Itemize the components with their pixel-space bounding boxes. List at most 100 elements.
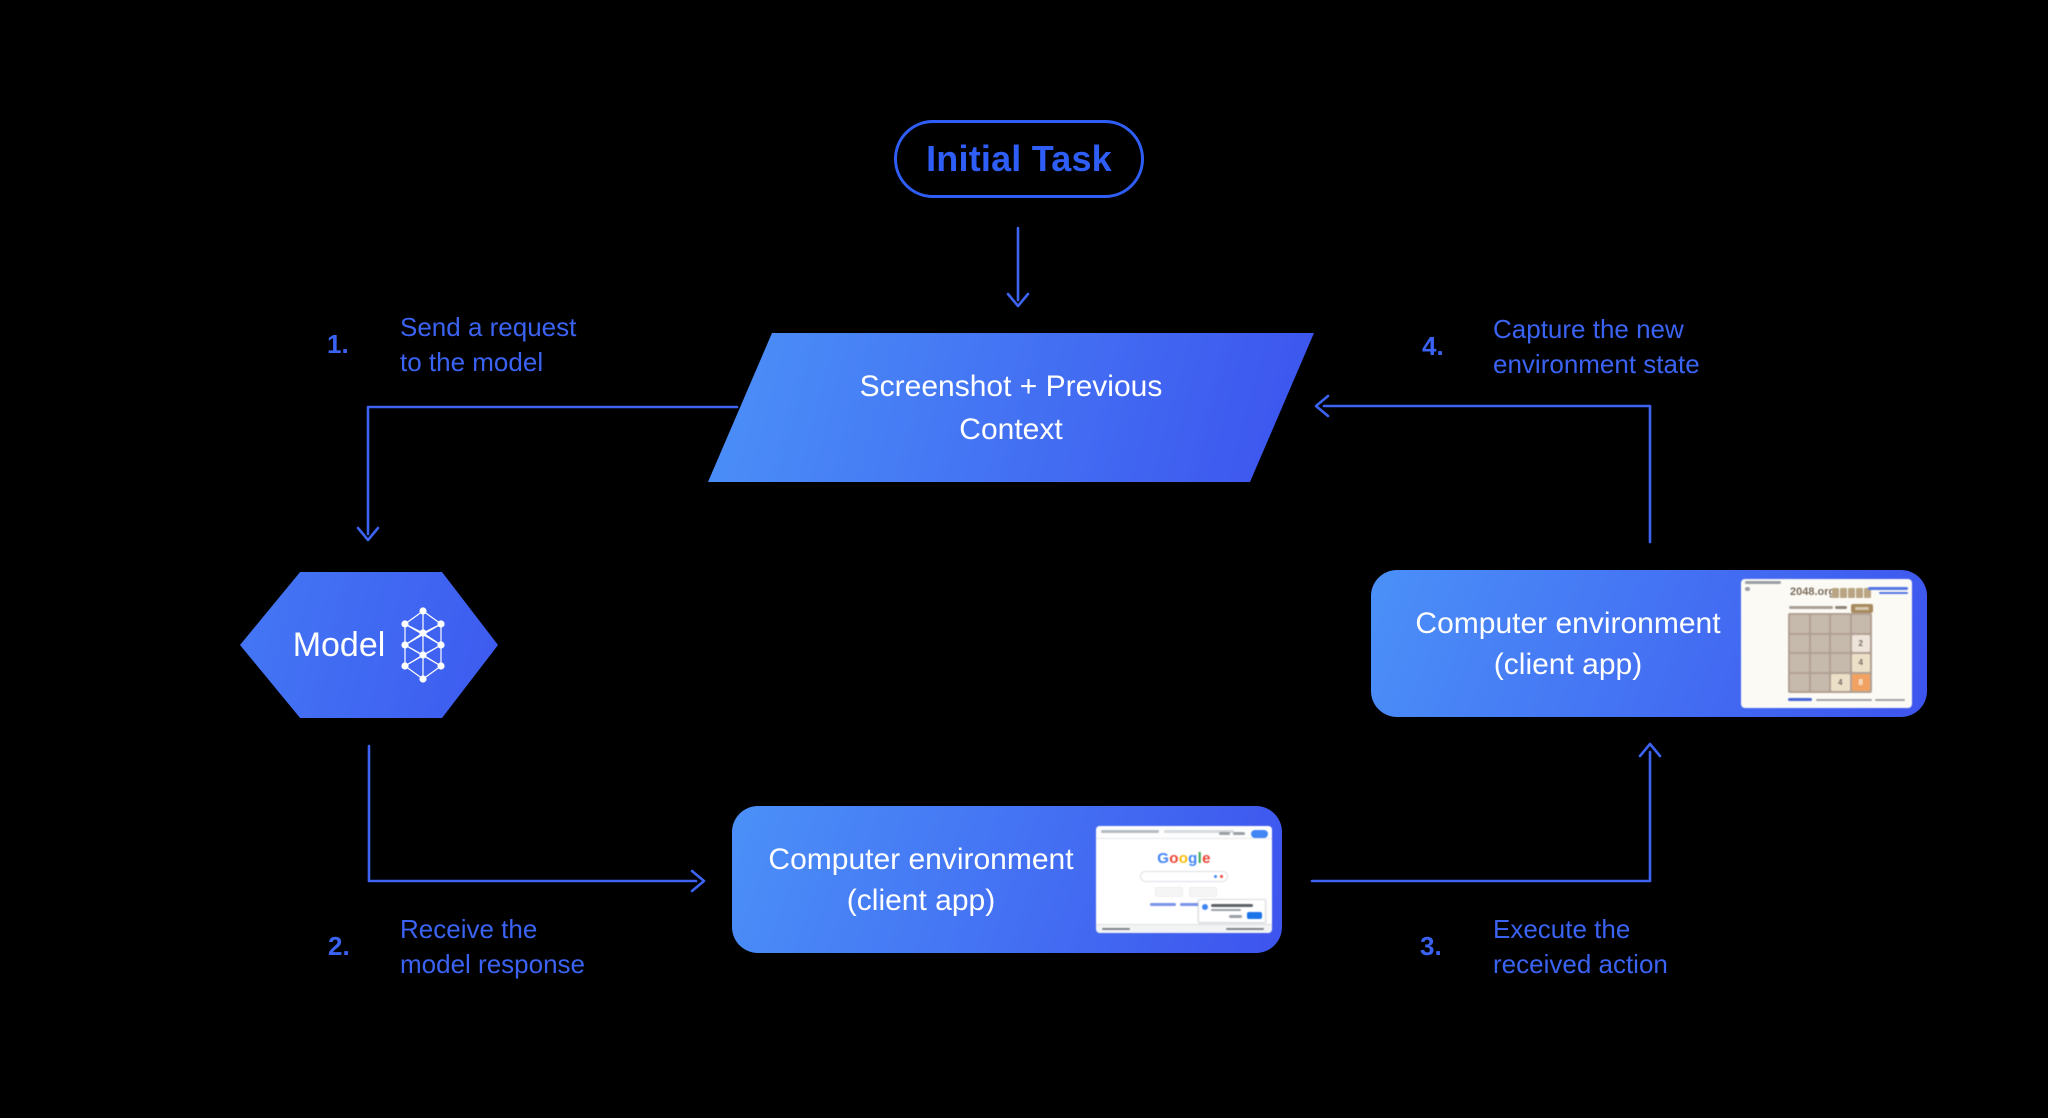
link-blur: [1868, 587, 1908, 590]
step-2-number: 2.: [328, 931, 350, 961]
step-3-line2: received action: [1493, 949, 1668, 979]
google-logo: Google: [1096, 850, 1272, 867]
step-4-label: Capture the new environment state: [1493, 312, 1700, 382]
new-game-button: [1851, 604, 1873, 613]
initial-task-label: Initial Task: [926, 138, 1112, 179]
grid-cell: [1831, 615, 1850, 633]
text-blur-bar: [1101, 830, 1159, 833]
logo-letter: o: [1178, 850, 1189, 867]
score-box: [1856, 588, 1863, 598]
arrow-task-to-context: [1006, 226, 1030, 308]
score-box: [1864, 588, 1871, 598]
arrow-model-to-env-bottom: [367, 744, 706, 893]
link-blur: [1879, 591, 1908, 594]
step-3-label: Execute the received action: [1493, 912, 1668, 982]
screenshot-context-line1: Screenshot + Previous: [859, 369, 1163, 403]
arrow-env-bottom-to-env-right: [1310, 742, 1662, 883]
step-4-line2: environment state: [1493, 349, 1700, 379]
step-3-number: 3.: [1420, 931, 1442, 961]
dialog-primary-button: [1247, 912, 1262, 919]
logo-letter: e: [1202, 850, 1211, 867]
logo-letter: g: [1188, 850, 1198, 867]
keyboard-icon: [1214, 875, 1217, 878]
google-g-icon: [1202, 904, 1208, 910]
grid-cell: [1810, 615, 1829, 633]
browser-chrome-blur: [1745, 581, 1781, 584]
arrow-env-right-to-context: [1314, 394, 1652, 544]
link-blur: [1788, 698, 1812, 701]
step-1-line1: Send a request: [400, 312, 577, 342]
env-bottom-line2: (client app): [846, 883, 996, 917]
grid-cell: [1790, 654, 1809, 672]
step-3-line1: Execute the: [1493, 914, 1631, 944]
step-2-line2: model response: [400, 949, 585, 979]
step-4-line1: Capture the new: [1493, 314, 1684, 344]
search-button-blur: [1155, 887, 1183, 897]
logo-letter: o: [1169, 850, 1179, 867]
language-link-blur: [1150, 903, 1176, 906]
neural-network-icon: [401, 607, 445, 683]
text-blur-bar: [1102, 927, 1130, 930]
text-blur-bar: [1164, 830, 1234, 833]
text-blur-bar: [1211, 904, 1253, 907]
env-bottom-node: Computer environment (client app) Google: [732, 806, 1282, 953]
dialog-secondary-button-blur: [1229, 915, 1242, 918]
env-right-line1: Computer environment: [1415, 606, 1721, 640]
arrow-context-to-model: [356, 405, 739, 542]
game-2048-screenshot: 2048.org 2: [1741, 579, 1912, 708]
tile-8: 8: [1851, 673, 1870, 691]
browser-chrome-blur: [1745, 587, 1750, 591]
score-boxes: [1832, 588, 1871, 598]
step-1-number: 1.: [327, 329, 349, 359]
env-right-label: Computer environment (client app): [1401, 603, 1735, 685]
text-blur-bar: [1789, 606, 1833, 609]
tile-2: 2: [1851, 634, 1870, 652]
grid-cell: [1831, 634, 1850, 652]
step-4-number: 4.: [1422, 331, 1444, 361]
grid-cell: [1831, 654, 1850, 672]
tile-4: 4: [1851, 654, 1870, 672]
page-footer: [1096, 924, 1272, 933]
model-node: Model: [240, 572, 498, 718]
lucky-button-blur: [1189, 887, 1217, 897]
grid-cell: [1810, 634, 1829, 652]
text-blur-bar: [1211, 908, 1241, 911]
initial-task-node: Initial Task: [894, 120, 1144, 198]
grid-cell: [1790, 634, 1809, 652]
grid-cell: [1790, 615, 1809, 633]
mic-icon: [1220, 875, 1223, 878]
score-box: [1840, 588, 1847, 598]
gmail-link-blur: [1219, 832, 1230, 835]
tile-4: 4: [1831, 673, 1850, 691]
step-1-label: Send a request to the model: [400, 310, 576, 380]
screenshot-context-line2: Context: [959, 412, 1063, 446]
grid-cell: [1810, 654, 1829, 672]
text-blur-bar: [1875, 698, 1905, 701]
score-box: [1832, 588, 1839, 598]
env-bottom-label: Computer environment (client app): [754, 839, 1088, 921]
images-link-blur: [1233, 832, 1245, 835]
grid-cell: [1810, 673, 1829, 691]
button-text-blur: [1855, 607, 1869, 610]
logo-letter: G: [1157, 850, 1170, 867]
step-1-line2: to the model: [400, 347, 544, 377]
score-box: [1848, 588, 1855, 598]
text-blur-bar: [1226, 927, 1264, 930]
signin-dialog: [1198, 899, 1266, 923]
game-title: 2048.org: [1790, 586, 1836, 598]
browser-chrome: [1096, 826, 1272, 839]
step-2-label: Receive the model response: [400, 912, 585, 982]
env-right-line2: (client app): [1493, 647, 1643, 681]
search-bar: [1140, 871, 1228, 882]
text-blur-bar: [1835, 606, 1847, 609]
env-bottom-line1: Computer environment: [768, 842, 1074, 876]
logo-letter: l: [1197, 850, 1203, 867]
google-homepage-screenshot: Google: [1096, 826, 1272, 933]
env-right-node: Computer environment (client app) 2048.o…: [1371, 570, 1927, 717]
screenshot-context-node: Screenshot + Previous Context: [708, 333, 1314, 482]
game-grid: 2 4 4 8: [1788, 613, 1872, 693]
grid-cell: [1790, 673, 1809, 691]
step-2-line1: Receive the: [400, 914, 538, 944]
signin-button: [1251, 830, 1268, 838]
